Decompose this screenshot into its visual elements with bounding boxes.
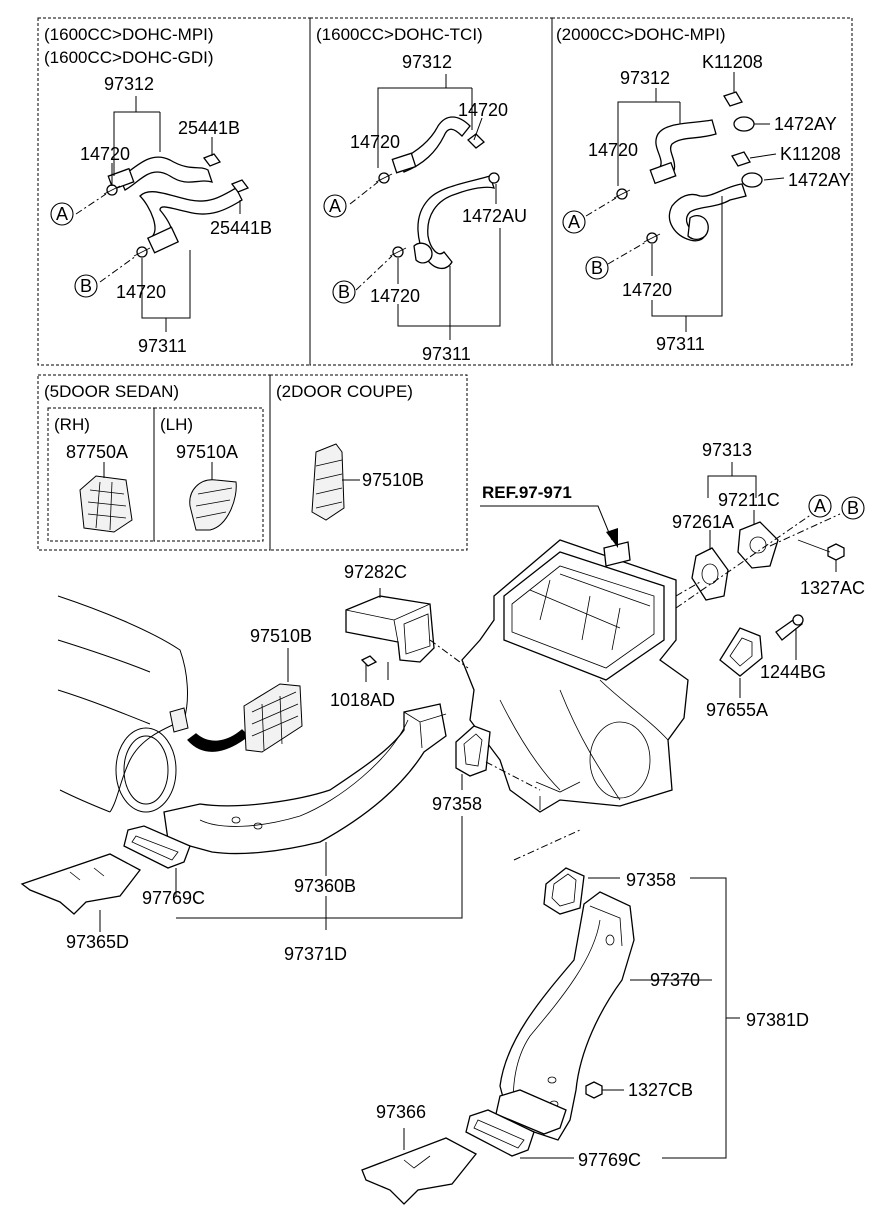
label-1472AY: 1472AY [774,114,837,134]
label-97381D: 97381D [746,1010,809,1030]
header-engine-3: (2000CC>DOHC-MPI) [556,25,726,44]
marker-a: A [568,212,580,232]
label-14720: 14720 [458,100,508,120]
box-2door-coupe [269,374,468,551]
marker-b: B [591,258,603,278]
label-97358: 97358 [626,870,676,890]
sedan-vent-rh [79,462,133,533]
label-97510A: 97510A [176,442,238,462]
label-K11208: K11208 [780,144,841,164]
section-2-hoses [349,74,501,340]
marker-a-circle-1 [50,202,74,226]
marker-a-circle-3 [562,210,586,234]
section-1-hoses [75,96,250,332]
nut-1327CB [585,1081,624,1099]
box-engine-2000-mpi [551,17,853,366]
label-97312: 97312 [620,68,670,88]
label-1244BG: 1244BG [760,662,826,682]
section-3-hoses [585,72,785,332]
ref-arrow [480,505,618,548]
label-97211C: 97211C [718,490,780,510]
label-97312: 97312 [402,52,452,72]
header-coupe: (2DOOR COUPE) [276,382,413,401]
label-97769C: 97769C [142,888,205,908]
label-14720: 14720 [350,132,400,152]
label-14720: 14720 [80,144,130,164]
duct-97360B [163,703,447,876]
label-14720: 14720 [588,140,638,160]
gasket-and-bolt [719,614,804,698]
plate-97366 [361,1128,477,1205]
header-sedan-rh: (RH) [54,415,90,434]
label-1327CB: 1327CB [628,1080,693,1100]
gasket-97769C-lower [465,1109,574,1159]
duct-97370 [495,891,712,1141]
label-97510B: 97510B [362,470,424,490]
marker-a-circle-2 [323,194,347,218]
label-97311: 97311 [656,334,705,354]
sedan-vent-lh [189,462,237,531]
label-14720: 14720 [116,282,166,302]
plate-97365D [20,853,141,932]
car-body-outline [57,595,303,813]
label-97282C: 97282C [344,562,407,582]
label-97370: 97370 [650,970,700,990]
heater-unit [461,539,689,813]
label-25441B: 25441B [178,118,240,138]
box-engine-1600-mpi [37,17,311,366]
label-1018AD: 1018AD [330,690,395,710]
label-97358: 97358 [432,794,482,814]
box-5door-sedan [37,374,271,551]
marker-b: B [847,498,859,518]
marker-a: A [814,496,826,516]
coupe-vent [311,443,360,521]
ref-label: REF.97-971 [482,483,572,502]
marker-b-circle-3 [585,256,609,280]
gasket-97358-lower [543,867,620,915]
label-1472AU: 1472AU [462,206,527,226]
gasket-97358-upper [455,725,541,791]
header-engine-2: (1600CC>DOHC-TCI) [316,25,483,44]
label-1472AY: 1472AY [788,170,851,190]
header-engine-1-line2: (1600CC>DOHC-GDI) [44,48,214,67]
label-14720: 14720 [622,280,672,300]
marker-b: B [338,282,350,302]
label-97311: 97311 [138,336,187,356]
label-97366: 97366 [376,1102,426,1122]
leader-97371D [176,816,463,919]
duct-97282C [345,588,469,682]
label-87750A: 87750A [66,442,128,462]
label-97371D: 97371D [284,944,347,964]
leader-97381D [662,877,740,1159]
label-1327AC: 1327AC [800,578,865,598]
marker-b-circle-4 [841,496,865,520]
label-K11208: K11208 [702,52,763,72]
label-14720: 14720 [370,286,420,306]
label-97311: 97311 [422,344,471,364]
marker-b-circle-2 [332,280,356,304]
connector-plates [675,462,845,609]
marker-a: A [56,204,68,224]
label-97360B: 97360B [294,876,356,896]
label-25441B: 25441B [210,218,272,238]
gasket-97769C-upper [123,825,191,896]
marker-b-circle-1 [74,274,98,298]
label-97510B: 97510B [250,626,312,646]
label-97655A: 97655A [706,700,768,720]
label-97365D: 97365D [66,932,129,952]
label-97769C: 97769C [578,1150,641,1170]
header-sedan-lh: (LH) [160,415,193,434]
box-sedan-lh [153,407,264,542]
label-97261A: 97261A [672,512,734,532]
marker-b: B [80,276,92,296]
marker-a: A [329,196,341,216]
header-engine-1-line1: (1600CC>DOHC-MPI) [44,25,214,44]
label-97313: 97313 [702,440,752,460]
marker-a-circle-4 [808,494,832,518]
label-97312: 97312 [104,74,154,94]
dash-link-lower [513,829,581,861]
header-sedan: (5DOOR SEDAN) [44,382,179,401]
